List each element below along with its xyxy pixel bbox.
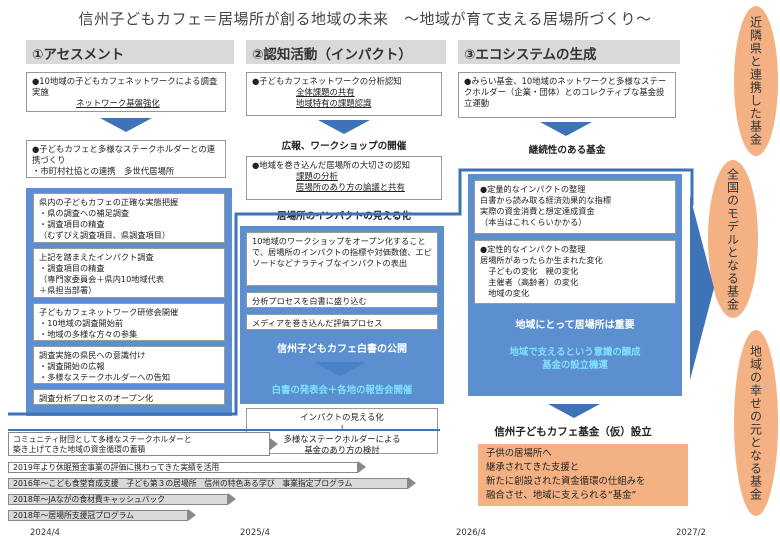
- col2-bottom-arrow: ↓: [338, 423, 346, 433]
- section-ecosystem-header: ③エコシステムの生成: [458, 40, 680, 64]
- oval-local-happiness: 地域の幸せの元となる基金: [734, 330, 778, 516]
- col2-bottom-line3: 基金のあり方の検討: [304, 445, 380, 455]
- col1-network-survey-box: ●10地域の子どもカフェネットワークによる調査実施 ネットワーク基盤強化: [26, 72, 226, 112]
- col2-box2-text: ●地域を巻き込んだ居場所の大切さの認知: [252, 160, 411, 170]
- col2-box2-u1: 課題の分析: [296, 171, 338, 181]
- col1-box1-underline: ネットワーク基盤強化: [76, 98, 160, 108]
- timeline-bar-1-line2: 築き上げてきた地域の資金循環の蓄積: [13, 445, 146, 454]
- col3-quantitative-box: ●定量的なインパクトの整理 白書から読み取る経済効果的な指標 実際の資金消費と想…: [474, 180, 676, 234]
- col1-box2-sub: ・市町村社協との連携 多世代居場所: [32, 166, 175, 176]
- col1-panel-item-2: 上記を踏まえたインパクト調査 ・調査項目の精査 （専門家委員会＋県内10地域代表…: [33, 248, 225, 298]
- year-label-2026: 2026/4: [456, 528, 486, 538]
- timeline-bar-1-line1: コミュニティ財団として多様なステークホルダーと: [13, 435, 192, 444]
- col3-down-arrow-1: [540, 122, 592, 136]
- col2-bottom-line1: インパクトの見える化: [300, 412, 384, 422]
- year-label-2025: 2025/4: [240, 528, 270, 538]
- col3-momentum-label: 地域で支えるという意識の醸成 基金の設立機運: [509, 347, 641, 371]
- col3-fund-establish-label: 信州子どもカフェ基金（仮）設立: [494, 426, 652, 438]
- col1-box2-text: ●子どもカフェと多様なステークホルダーとの連携づくり: [32, 144, 216, 165]
- timeline-bar-2-tip: [358, 461, 366, 473]
- year-label-2027: 2027/2: [676, 528, 706, 538]
- timeline-bar-community-foundation: コミュニティ財団として多様なステークホルダーと 築き上げてきた地域の資金循環の蓄…: [8, 432, 270, 456]
- section-assessment-header: ①アセスメント: [26, 40, 234, 64]
- timeline-bar-ibasho-program: 2018年～居場所支援冠プログラム: [8, 510, 188, 521]
- col2-box1-text: ●子どもカフェネットワークの分析認知: [252, 76, 402, 86]
- timeline-bar-4-tip: [228, 493, 236, 505]
- timeline-bar-ja-nagano: 2018年～JAながの食材費キャッシュバック: [8, 494, 228, 505]
- oval-text-1: 近隣県と連携した基金: [748, 16, 763, 146]
- col3-qualitative-box: ●定性的なインパクトの整理 居場所があったらか生まれた変化 子どもの変化 親の変…: [474, 240, 676, 304]
- timeline-bar-1-tip: [270, 438, 278, 450]
- col1-panel-item-5: 調査分析プロセスのオープン化: [33, 389, 225, 405]
- col2-bottom-line2: 多様なステークホルダーによる: [283, 434, 401, 444]
- col2-analysis-box: ●子どもカフェネットワークの分析認知 全体課題の共有 地域特有の課題認識: [246, 72, 442, 116]
- big-right-arrow-shape: [690, 196, 714, 380]
- page-title: 信州子どもカフェ＝居場所が創る地域の未来 ～地域が育て支える居場所づくり～: [78, 10, 652, 28]
- col2-panel-workshop: 10地域のワークショップをオープン化することで、居場所のインパクトの指標や対価数…: [246, 232, 438, 286]
- section-awareness-header: ②認知活動（インパクト）: [246, 40, 446, 64]
- oval-neighbor-prefectures: 近隣県と連携した基金: [734, 6, 778, 156]
- col1-panel-item-4: 調査実施の県民への意識付け ・調査開始の広報 ・多様なステークホルダーへの告知: [33, 346, 225, 384]
- col2-report-meeting-label: 白書の発表会＋各地の報告会開催: [271, 385, 413, 396]
- col2-box1-u2: 地域特有の課題認識: [296, 98, 372, 108]
- timeline-bar-5-tip: [188, 509, 196, 521]
- oval-text-2: 全国のモデルとなる基金: [725, 167, 740, 311]
- col2-down-arrow-2: [314, 362, 366, 376]
- oval-text-3: 地域の幸せの元となる基金: [748, 345, 763, 501]
- col1-down-arrow: [100, 118, 152, 132]
- col1-box1-text: ●10地域の子どもカフェネットワークによる調査実施: [32, 76, 218, 97]
- col2-label-visualize: 居場所のインパクトの見える化: [276, 211, 412, 222]
- oval-national-model: 全国のモデルとなる基金: [708, 160, 758, 318]
- timeline-bar-dormant-deposit: 2019年より休眠預金事業の評価に携わってきた実績を活用: [8, 462, 358, 473]
- col3-down-arrow-2: [548, 404, 600, 418]
- col1-stakeholder-box: ●子どもカフェと多様なステークホルダーとの連携づくり ・市町村社協との連携 多世…: [26, 140, 226, 178]
- col2-panel-whitepaper: 分析プロセスを白書に盛り込む: [246, 292, 438, 308]
- col2-box2-u2: 居場所のあり方の論議と共有: [296, 182, 405, 192]
- col3-label-sustainable: 継続性のある基金: [528, 145, 606, 156]
- col3-fund-summary-box: 子供の居場所へ 継承されてきた支援と 新たに創設された資金循環の仕組みを 融合さ…: [478, 444, 688, 506]
- col3-importance-label: 地域にとって居場所は重要: [515, 320, 635, 331]
- timeline-bar-3-tip: [408, 477, 416, 489]
- col2-box1-u1: 全体課題の共有: [296, 87, 355, 97]
- col2-down-arrow-1: [318, 120, 370, 134]
- col1-panel-item-3: 子どもカフェネットワーク研修会開催 ・10地域の調査開始前 ・地域の多様な方々の…: [33, 303, 225, 341]
- year-label-2024: 2024/4: [30, 528, 60, 538]
- timeline-bar-kodomo-shokudo: 2016年～こども食堂育成支援 子ども第３の居場所 信州の特色ある学び 事業指定…: [8, 478, 408, 489]
- staircase-flow-line: [8, 168, 694, 416]
- col2-whitepaper-label: 信州子どもカフェ白書の公開: [277, 344, 407, 355]
- col2-panel-media: メディアを巻き込んだ評価プロセス: [246, 314, 438, 330]
- col1-panel-item-1: 県内の子どもカフェの正確な実態把握 ・県の調査への補足調査 ・調査項目の精査 （…: [33, 193, 225, 243]
- col2-community-box: ●地域を巻き込んだ居場所の大切さの認知 課題の分析 居場所のあり方の論議と共有: [246, 156, 442, 200]
- col3-collective-fund-box: ●みらい基金、10地域のネットワークと多様なステークホルダー（企業・団体）とのコ…: [458, 72, 676, 118]
- col2-label-workshop: 広報、ワークショップの開催: [281, 141, 407, 152]
